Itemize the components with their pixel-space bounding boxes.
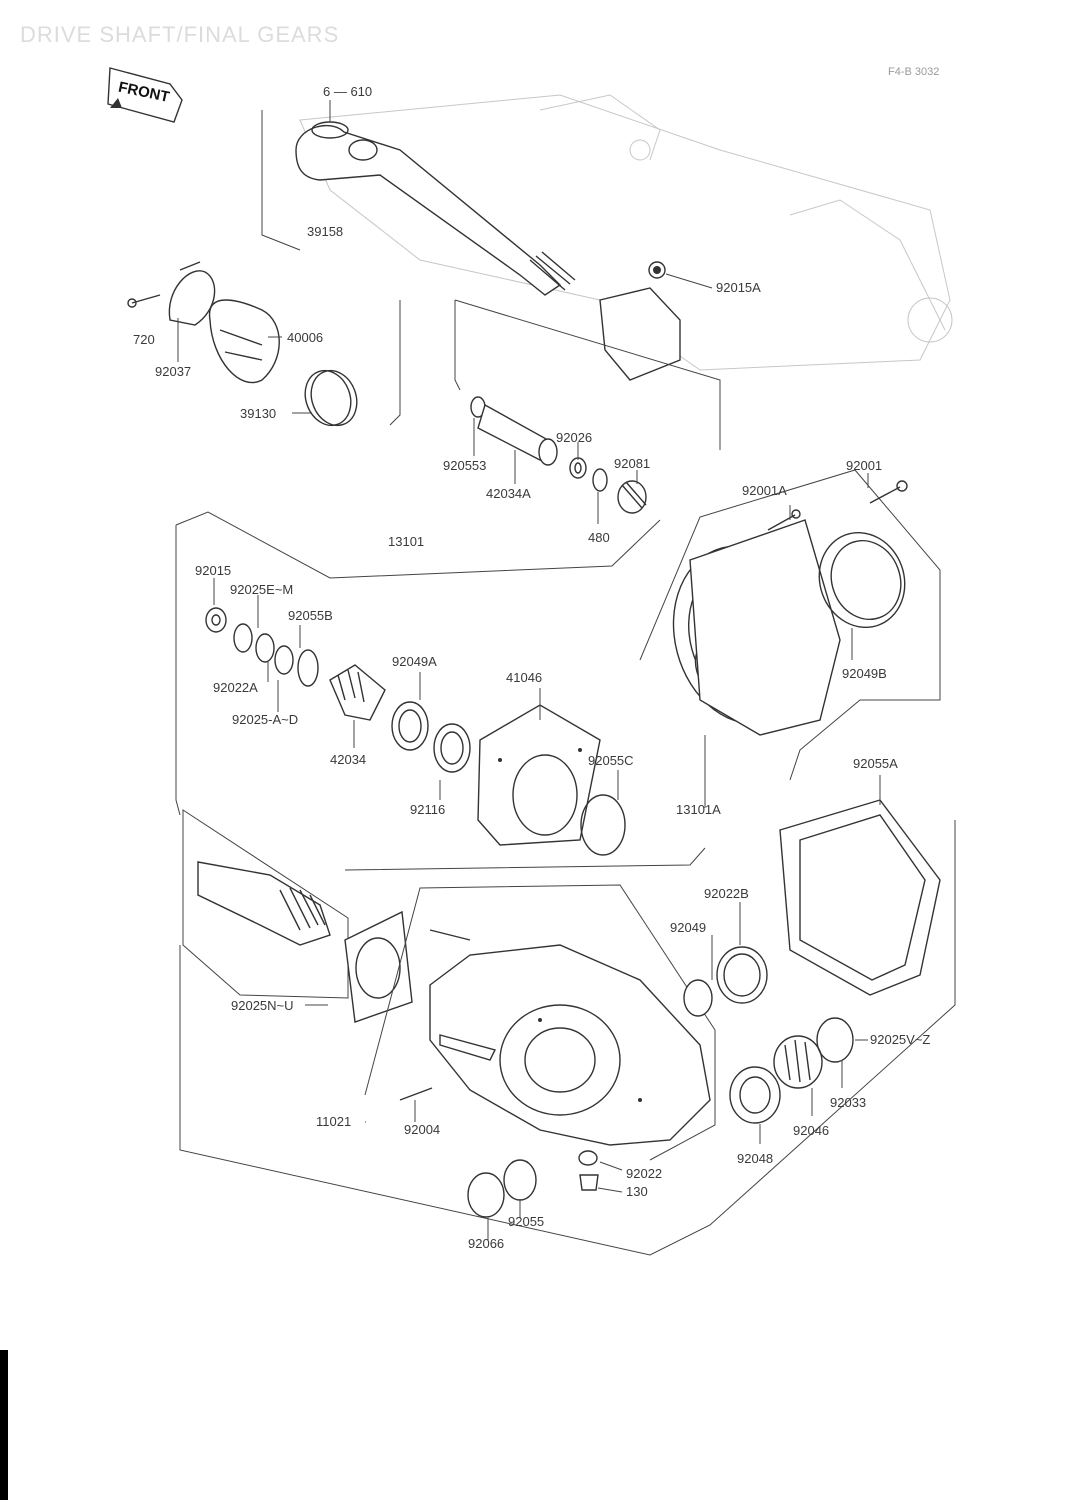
gear-case-11021: [429, 944, 711, 1146]
label-92055c: 92055C: [588, 753, 634, 768]
oring-480: [592, 468, 608, 492]
sleeve-42034a: [477, 403, 558, 466]
bearing-42034: [329, 664, 386, 721]
label-92001a: 92001A: [742, 483, 787, 498]
label-11021: 11021: [316, 1114, 351, 1129]
pinion-inset: [182, 809, 349, 999]
label-92015: 92015: [195, 563, 231, 578]
scan-edge-bar: [0, 1350, 8, 1500]
bearing-92048: [729, 1066, 781, 1124]
label-92048: 92048: [737, 1151, 773, 1166]
label-92022b: 92022B: [704, 886, 749, 901]
bolt-720: [127, 294, 161, 308]
ring-92055b: [297, 649, 319, 687]
label-130: 130: [626, 1184, 648, 1199]
label-92081: 92081: [614, 456, 650, 471]
label-39158: 39158: [307, 224, 343, 239]
label-92049b: 92049B: [842, 666, 887, 681]
oring-92055: [503, 1159, 537, 1201]
cap-92066: [467, 1172, 505, 1218]
oring-92055c: [580, 794, 626, 856]
label-720: 720: [133, 332, 155, 347]
label-92022a: 92022A: [213, 680, 258, 695]
race-92049a: [391, 701, 429, 751]
label-92025e: 92025E~M: [230, 582, 293, 597]
label-92025v: 92025V~Z: [870, 1032, 930, 1047]
nut-92015: [205, 607, 227, 633]
label-40006: 40006: [287, 330, 323, 345]
gasket-92025n: [344, 910, 413, 1023]
washer-92022: [578, 1150, 598, 1166]
gasket-92055a: [779, 799, 941, 996]
label-92026: 92026: [556, 430, 592, 445]
swing-arm: [299, 94, 953, 371]
front-arrow-icon: [107, 67, 183, 123]
label-92066: 92066: [468, 1236, 504, 1251]
bolt-92001: [869, 480, 908, 504]
label-42034a: 42034A: [486, 486, 531, 501]
label-920553: 920553: [443, 458, 486, 473]
label-39130: 39130: [240, 406, 276, 421]
label-92055b: 92055B: [288, 608, 333, 623]
reference-code: F4-B 3032: [888, 66, 940, 78]
shim-92025v: [816, 1017, 854, 1063]
label-92025a: 92025-A~D: [232, 712, 298, 727]
seal-92049b: [818, 531, 906, 629]
shims-92025e: [233, 623, 294, 675]
bearing-92046: [773, 1035, 823, 1089]
clamp-92037: [168, 261, 216, 326]
label-92001: 92001: [846, 458, 882, 473]
label-92116: 92116: [410, 802, 445, 817]
bearing-92116: [433, 723, 471, 773]
nut-92015a: [648, 261, 666, 279]
label-92055a: 92055A: [853, 756, 898, 771]
part-labels: 6 — 610 39158 92015A 720 92037 40006 391…: [133, 84, 930, 1251]
label-13101a: 13101A: [676, 802, 721, 817]
washer-92026: [569, 457, 587, 479]
label-480: 480: [588, 530, 610, 545]
stud-92004: [399, 929, 471, 1101]
bolt-130: [579, 1174, 599, 1191]
label-13101: 13101: [388, 534, 424, 549]
label-92025n: 92025N~U: [231, 998, 294, 1013]
label-41046: 41046: [506, 670, 542, 685]
ring-39130: [304, 369, 358, 427]
label-92033: 92033: [830, 1095, 866, 1110]
label-92037: 92037: [155, 364, 191, 379]
seal-92022b: [716, 946, 768, 1004]
label-92046: 92046: [793, 1123, 829, 1138]
label-92049a: 92049A: [392, 654, 437, 669]
label-92015a: 92015A: [716, 280, 761, 295]
label-6-610: 6 — 610: [323, 84, 372, 99]
boot-40006: [208, 299, 280, 384]
label-92004: 92004: [404, 1122, 440, 1137]
race-92049: [683, 979, 713, 1017]
drive-shaft: [295, 121, 576, 296]
diagram-title: DRIVE SHAFT/FINAL GEARS: [20, 22, 340, 47]
nut-92081: [617, 480, 647, 514]
label-92022: 92022: [626, 1166, 662, 1181]
label-92049: 92049: [670, 920, 706, 935]
label-42034: 42034: [330, 752, 366, 767]
ring-gear-13101a: [672, 519, 841, 736]
label-92055: 92055: [508, 1214, 544, 1229]
